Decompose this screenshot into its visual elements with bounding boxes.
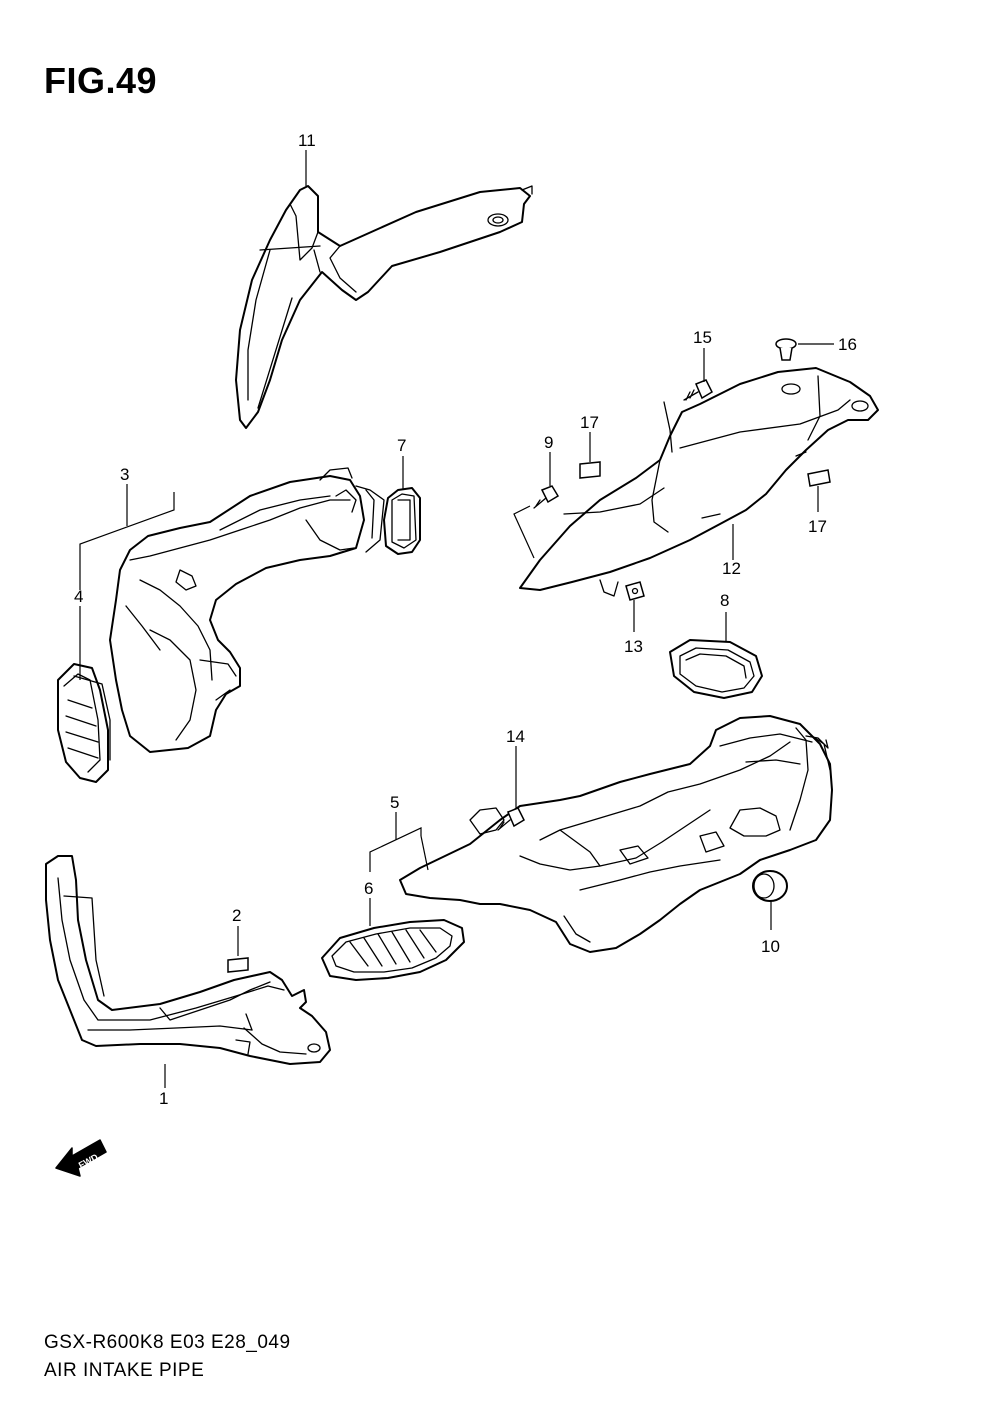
part-8-seal-ring: [669, 639, 763, 699]
callout-4: 4: [74, 587, 83, 606]
callout-14: 14: [506, 727, 525, 746]
part-15-screw: [683, 379, 713, 401]
part-16-clip: [775, 338, 797, 361]
part-10-cap: [752, 870, 788, 902]
callout-6: 6: [364, 879, 373, 898]
part-2-label: [227, 957, 249, 973]
part-5-main-intake-duct: [399, 715, 833, 953]
callout-8: 8: [720, 591, 729, 610]
part-13-nut-clip: [625, 581, 645, 601]
part-3-left-intake-duct: [109, 467, 385, 753]
callout-10: 10: [761, 937, 780, 956]
part-14-screw: [497, 807, 525, 831]
part-4-filter-screen: [57, 663, 111, 783]
callout-5: 5: [390, 793, 399, 812]
callout-2: 2: [232, 906, 241, 925]
figure-name: AIR INTAKE PIPE: [44, 1360, 205, 1381]
part-17-label-right: [807, 469, 831, 487]
callout-16: 16: [838, 335, 857, 354]
part-17-label: [579, 461, 601, 479]
callout-11: 11: [298, 131, 316, 150]
part-1-lower-duct: [45, 855, 331, 1065]
fwd-arrow-icon: FWD: [55, 1139, 107, 1177]
part-7-seal: [383, 487, 421, 555]
part-12-duct-cover-right: [519, 367, 879, 597]
callout-17b: 17: [808, 517, 827, 536]
callout-7: 7: [397, 436, 406, 455]
callout-13: 13: [624, 637, 643, 656]
callout-15: 15: [693, 328, 712, 347]
figure-title: FIG.49: [44, 60, 158, 101]
part-9-screw: [533, 485, 560, 509]
callout-17a: 17: [580, 413, 599, 432]
callout-3: 3: [120, 465, 129, 484]
part-6-grille: [321, 919, 465, 981]
callout-12: 12: [722, 559, 741, 578]
part-11-duct-cover: [235, 185, 533, 429]
callout-1: 1: [159, 1089, 168, 1108]
figure-code: GSX-R600K8 E03 E28_049: [44, 1332, 291, 1353]
callout-9: 9: [544, 433, 553, 452]
